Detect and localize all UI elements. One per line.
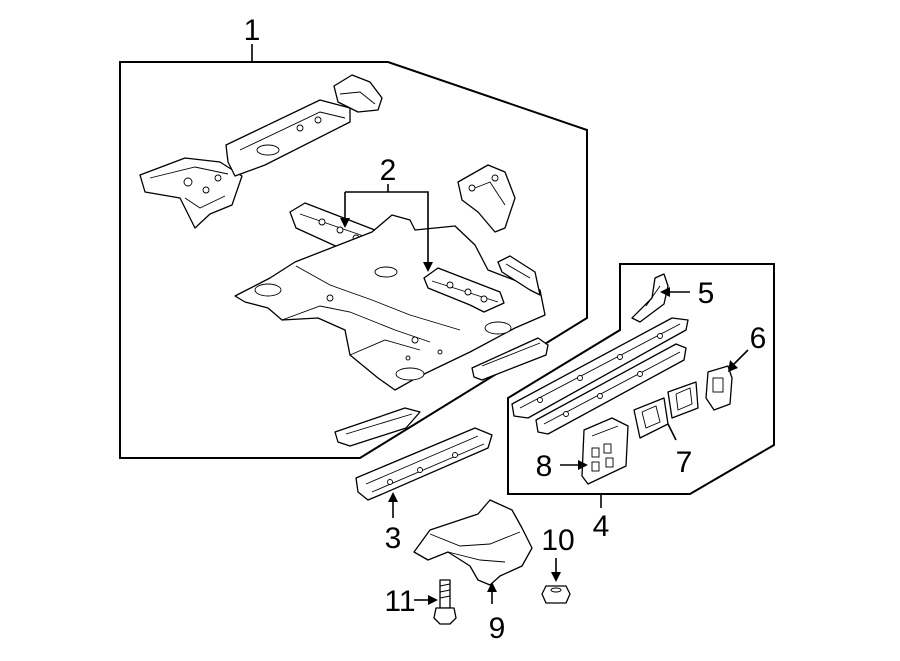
leader-2-arrow-upper bbox=[340, 218, 350, 228]
front-lower-bracket-part bbox=[334, 407, 421, 447]
side-sill-rail-lower-part bbox=[535, 343, 687, 435]
rear-floor-panel-part bbox=[139, 157, 243, 229]
callout-4: 4 bbox=[593, 510, 610, 543]
rocker-reinforcement-part bbox=[355, 427, 493, 501]
part-11-bolt bbox=[433, 579, 457, 625]
small-right-bracket-part bbox=[497, 255, 541, 296]
upper-right-bracket-part bbox=[457, 164, 516, 233]
callout-8: 8 bbox=[536, 450, 553, 483]
leader-6 bbox=[733, 349, 749, 365]
group-box-1 bbox=[119, 61, 588, 459]
part-6-bracket bbox=[705, 365, 733, 411]
leader-2 bbox=[345, 191, 429, 268]
leader-10-arrow bbox=[551, 572, 561, 582]
callout-2: 2 bbox=[380, 154, 397, 187]
leader-11-arrow bbox=[428, 595, 438, 605]
part-5-bracket bbox=[631, 273, 669, 323]
leader-7 bbox=[667, 423, 677, 441]
right-lower-reinforcement-part bbox=[471, 337, 549, 381]
part-8-bracket bbox=[581, 417, 629, 485]
leader-9-arrow bbox=[487, 582, 497, 592]
part-7-brackets bbox=[633, 381, 699, 439]
callout-10: 10 bbox=[541, 524, 574, 557]
side-sill-rail-upper-part bbox=[511, 317, 689, 419]
leader-5-arrow bbox=[660, 287, 670, 297]
part-10-nut bbox=[541, 585, 571, 604]
callout-5: 5 bbox=[698, 277, 715, 310]
lower-floor-crossmember-part bbox=[423, 267, 505, 313]
main-floor-pan-part bbox=[234, 214, 546, 391]
callout-9: 9 bbox=[489, 612, 506, 645]
leader-2-arrow-lower bbox=[423, 262, 433, 272]
leader-8-arrow bbox=[578, 460, 588, 470]
group-box-4 bbox=[507, 263, 775, 495]
callout-7: 7 bbox=[676, 446, 693, 479]
leader-3-arrow bbox=[388, 492, 398, 502]
leader-6-arrow bbox=[728, 360, 738, 372]
callout-3: 3 bbox=[385, 522, 402, 555]
callout-6: 6 bbox=[750, 322, 767, 355]
callout-11: 11 bbox=[384, 585, 415, 618]
callout-1: 1 bbox=[244, 14, 261, 47]
rear-crossmember-part bbox=[225, 74, 383, 177]
floor-reinforcement-part bbox=[413, 499, 533, 586]
